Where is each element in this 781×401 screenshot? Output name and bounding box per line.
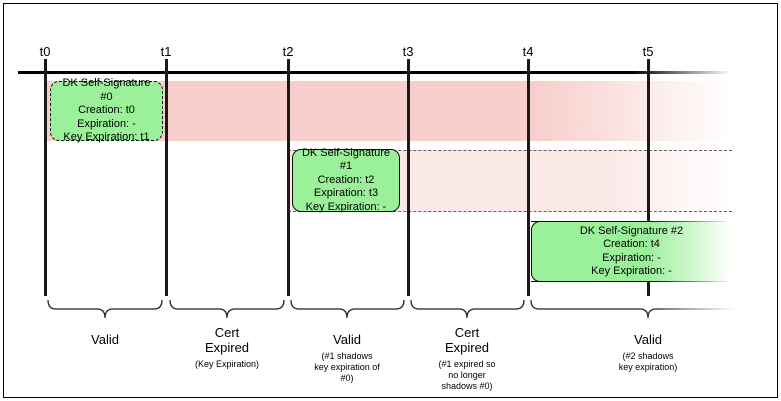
tick-label-t4: t4 [522, 44, 534, 59]
signature-1-creation: Creation: t2 [317, 173, 375, 186]
signature-1-title: DK Self-Signature #1 [301, 146, 391, 173]
tick-label-t2: t2 [282, 44, 294, 59]
signature-box-1[interactable]: DK Self-Signature #1 Creation: t2 Expira… [292, 146, 400, 213]
segment-t3-t4-title2: Expired [444, 340, 490, 355]
signature-0-title: DK Self-Signature #0 [62, 77, 151, 103]
segment-t1-t2-title: Cert [214, 325, 240, 340]
segment-label-t1-t2: Cert Expired (Key Expiration) [162, 325, 292, 370]
brace-segment-t1-t2 [169, 299, 285, 319]
tick-label-t1: t1 [160, 44, 172, 59]
segment-t1-t2-sub: (Key Expiration) [194, 359, 260, 369]
segment-t1-t2-title2: Expired [204, 340, 250, 355]
tick-label-t0: t0 [39, 44, 51, 59]
tick-line-t0 [44, 59, 47, 296]
tick-line-t4 [527, 59, 530, 296]
timeline-axis [18, 71, 732, 74]
signature-box-2[interactable]: DK Self-Signature #2 Creation: t4 Expira… [531, 221, 732, 283]
segment-t2-t3-title: Valid [333, 332, 361, 347]
brace-segment-t3-t4 [410, 299, 525, 319]
signature-0-key-expiration: Key Expiration: t1 [63, 131, 150, 144]
tick-line-t1 [165, 59, 168, 296]
signature-0-expiration: Expiration: - [77, 117, 136, 130]
segment-t0-t1-title: Valid [91, 332, 119, 347]
signature-2-expiration: Expiration: - [602, 251, 661, 264]
brace-segment-t0-t1 [47, 299, 163, 319]
segment-label-t0-t1: Valid [40, 332, 170, 351]
signature-2-creation: Creation: t4 [603, 238, 660, 250]
signature-1-expiration: Expiration: t3 [313, 187, 379, 200]
tick-line-t2 [287, 59, 290, 296]
tick-label-t5: t5 [642, 44, 654, 59]
tick-line-t5 [647, 59, 650, 296]
segment-t3-t4-title: Cert [454, 325, 480, 340]
brace-segment-t2-t3 [290, 299, 405, 319]
brace-segment-t4-end [530, 299, 735, 319]
signature-0-creation: Creation: t0 [78, 104, 135, 117]
tick-line-t3 [407, 59, 410, 296]
signature-2-title: DK Self-Signature #2 [579, 224, 684, 237]
signature-2-key-expiration: Key Expiration: - [591, 265, 672, 277]
tick-label-t3: t3 [402, 44, 414, 59]
segment-t4-end-title: Valid [634, 332, 662, 347]
signature-box-0[interactable]: DK Self-Signature #0 Creation: t0 Expira… [50, 77, 163, 143]
signature-1-key-expiration: Key Expiration: - [305, 200, 387, 213]
